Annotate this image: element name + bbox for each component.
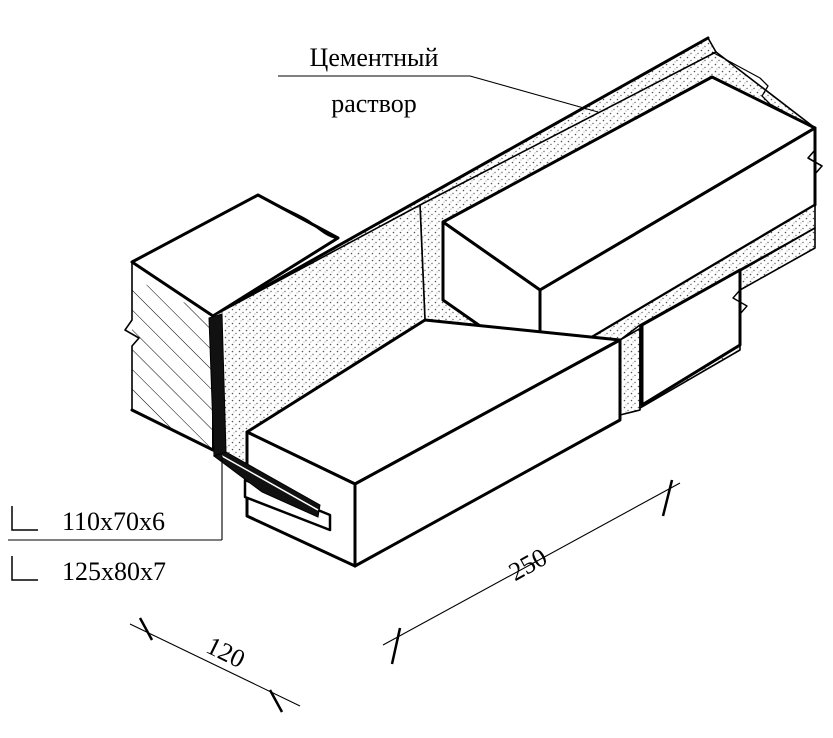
angle-profile-icon	[11, 506, 38, 531]
mortar-label-line1: Цементный	[310, 43, 439, 72]
steel-angle	[208, 313, 332, 532]
dimension-120-label: 120	[202, 631, 250, 674]
dimension-250	[382, 479, 681, 665]
top-dimension-marker	[711, 51, 816, 129]
angle-profile-icon	[11, 556, 38, 581]
brick-back-small	[640, 268, 748, 407]
angle-label-b: 125x80x7	[62, 557, 166, 586]
angle-labels	[8, 456, 223, 581]
angle-label-a: 110x70x6	[62, 507, 165, 536]
dimension-250-label: 250	[504, 542, 552, 586]
mortar-leader	[278, 75, 599, 113]
dimension-120	[129, 617, 301, 713]
mortar-label-line2: раствор	[331, 89, 417, 118]
wall-section	[124, 193, 340, 452]
